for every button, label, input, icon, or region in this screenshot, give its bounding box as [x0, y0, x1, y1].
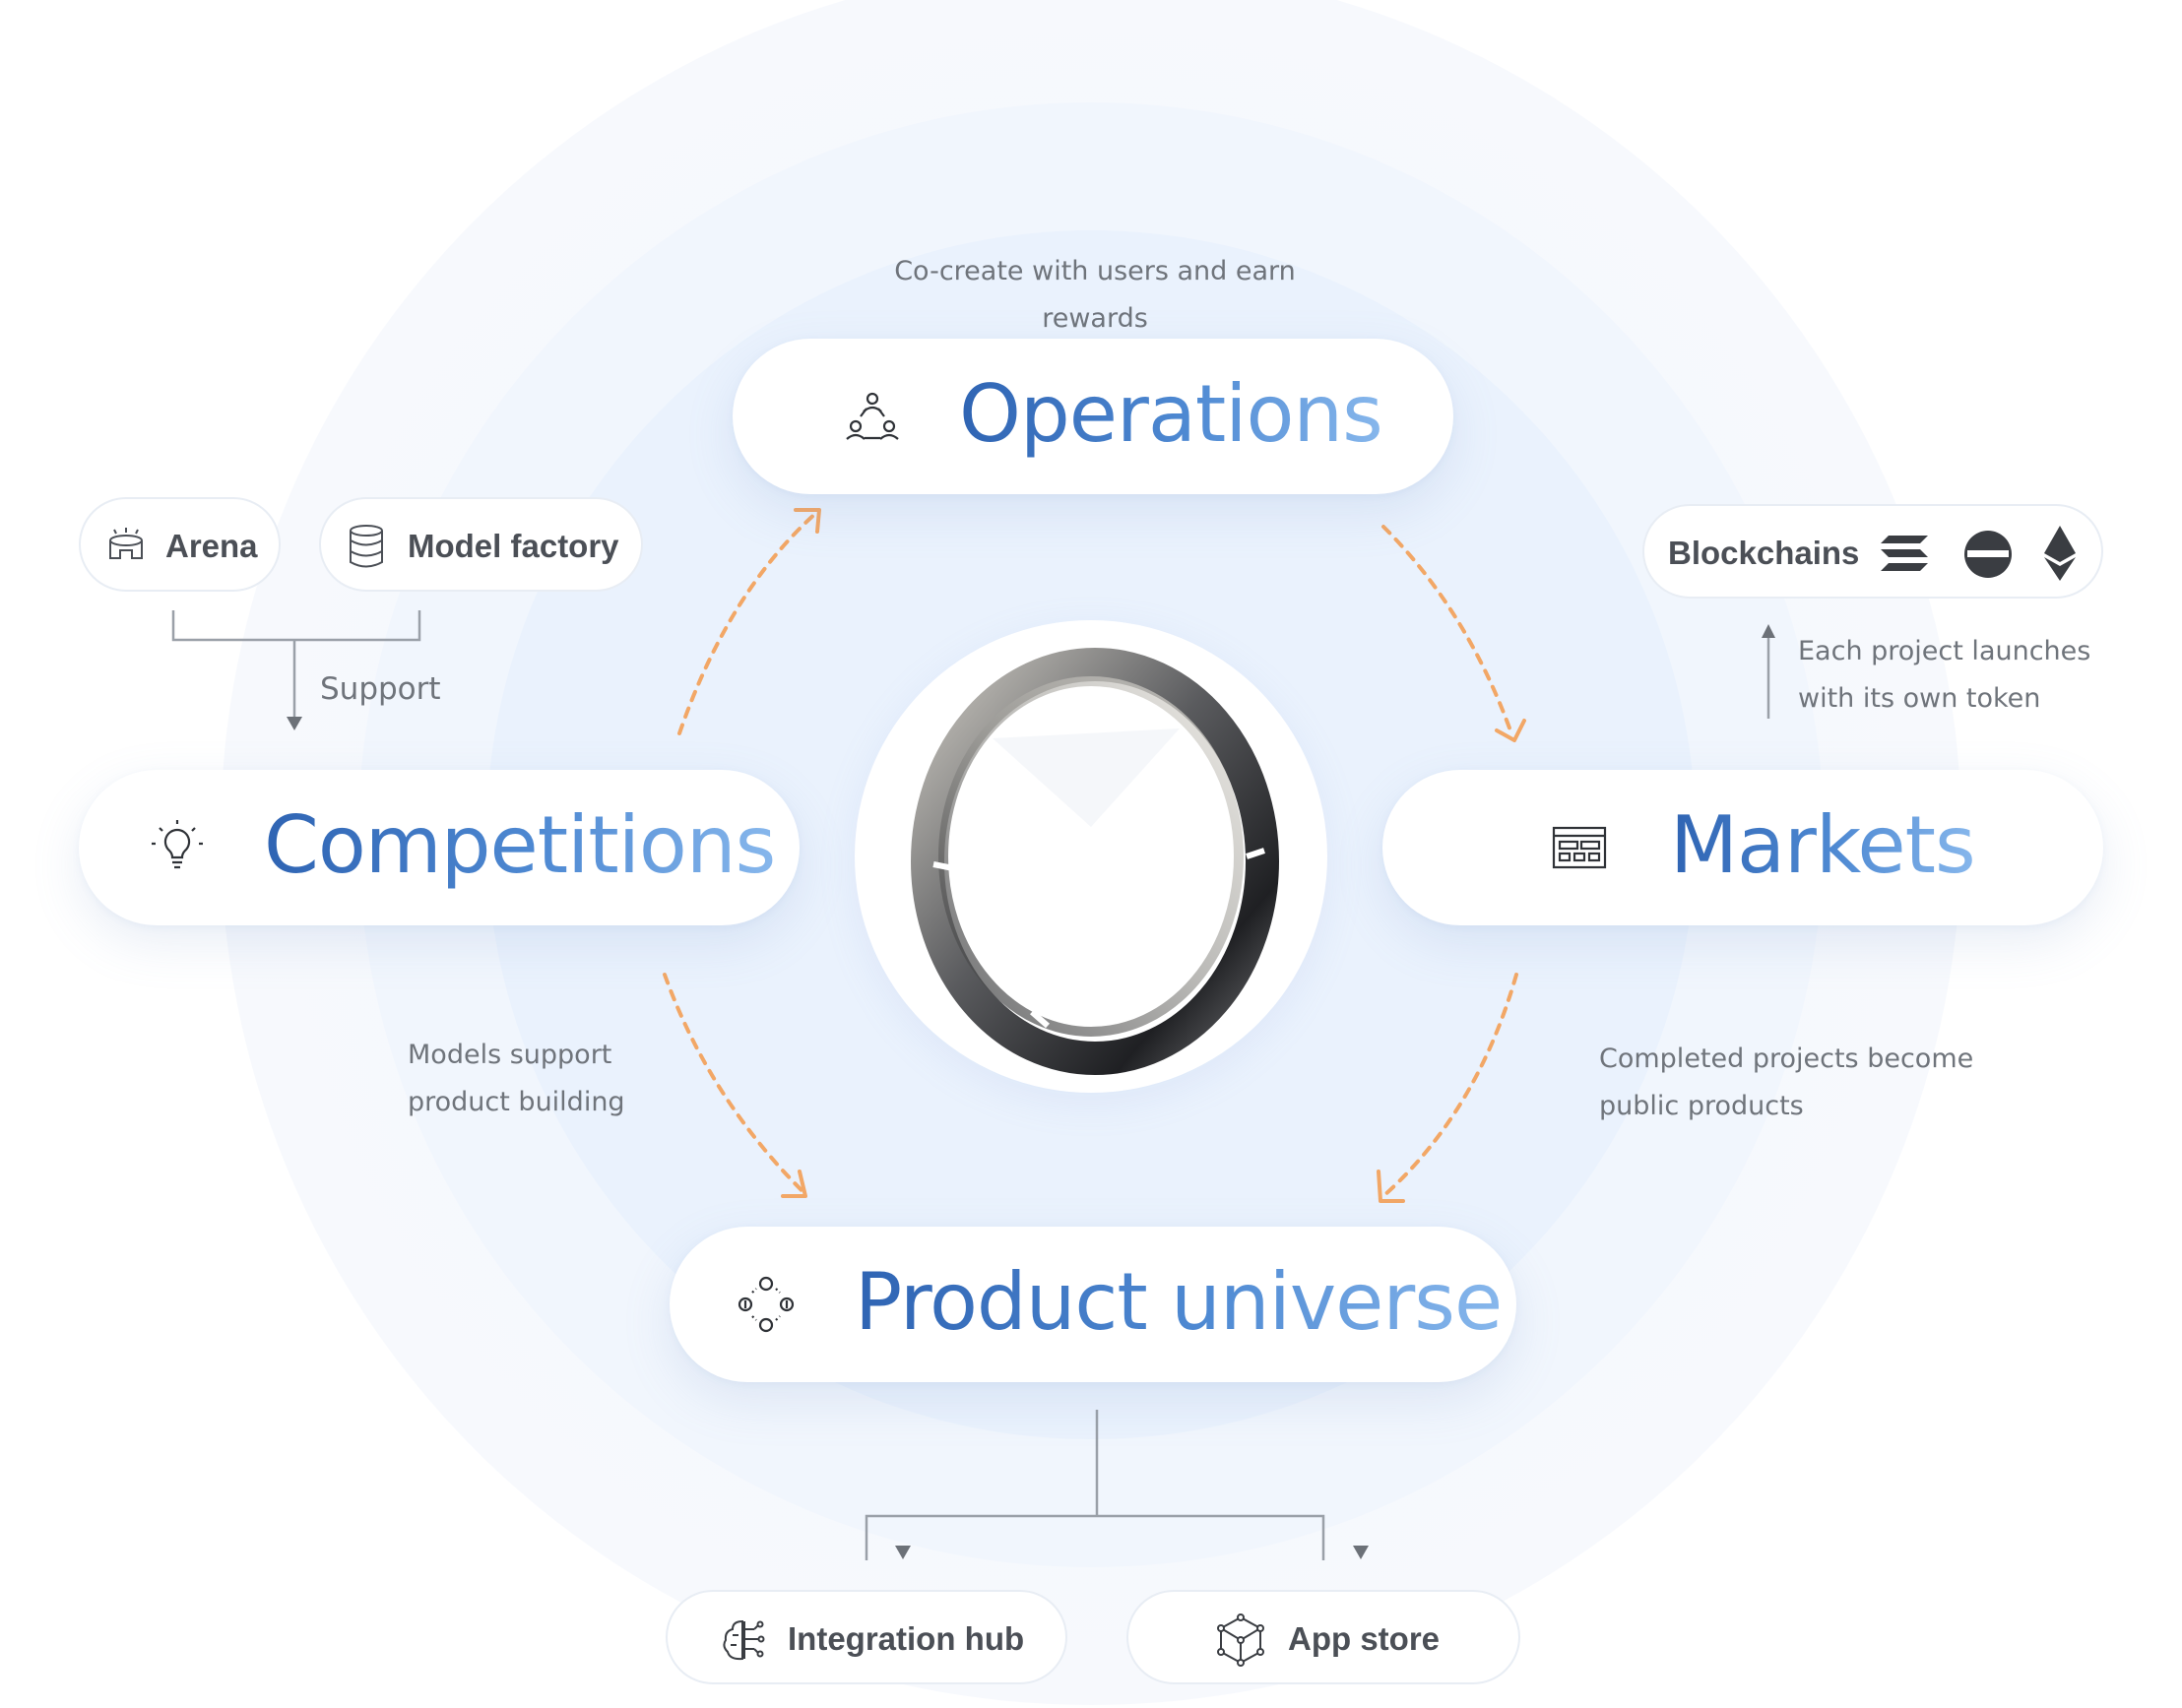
brain-circuit-icon — [721, 1617, 766, 1663]
product-universe-card[interactable]: Product universe — [670, 1227, 1516, 1382]
markets-title: Markets — [1670, 799, 1976, 891]
arrowhead-product-left — [781, 1170, 807, 1198]
product-tree-branch — [865, 1514, 1325, 1560]
nodes-circle-icon — [737, 1275, 796, 1334]
app-store-pill[interactable]: App store — [1126, 1590, 1520, 1684]
tree-arrowhead-right — [1353, 1546, 1369, 1559]
blockchains-label: Blockchains — [1668, 535, 1860, 571]
token-note-line1: Each project launches — [1798, 636, 2091, 666]
app-store-label: App store — [1288, 1620, 1441, 1657]
operations-title: Operations — [959, 368, 1383, 460]
database-icon — [347, 525, 386, 568]
model-factory-pill[interactable]: Model factory — [319, 497, 643, 592]
team-network-icon — [843, 387, 902, 446]
product-universe-title: Product universe — [855, 1256, 1503, 1348]
competitions-card[interactable]: Competitions — [79, 770, 800, 925]
model-factory-label: Model factory — [408, 528, 619, 564]
ring-logo — [911, 648, 1279, 1075]
integration-hub-pill[interactable]: Integration hub — [666, 1590, 1067, 1684]
arena-icon — [106, 527, 146, 566]
completed-note: Completed projects become public product… — [1599, 1036, 2013, 1130]
arrow-operations-to-markets — [1381, 525, 1513, 735]
arrowhead-product-right — [1377, 1170, 1405, 1203]
completed-note-line2: public products — [1599, 1091, 1804, 1121]
blockchains-pill[interactable]: Blockchains — [1642, 504, 2103, 599]
token-note: Each project launches with its own token — [1798, 628, 2152, 723]
completed-note-line1: Completed projects become — [1599, 1044, 1974, 1074]
integration-hub-label: Integration hub — [788, 1620, 1025, 1657]
arena-pill[interactable]: Arena — [79, 497, 281, 592]
solana-icon — [1881, 534, 1930, 573]
arena-label: Arena — [165, 528, 258, 564]
support-bracket — [171, 610, 421, 642]
arrow-markets-to-product — [1381, 973, 1518, 1198]
operations-card[interactable]: Operations — [733, 339, 1453, 494]
arrow-competitions-to-product — [663, 973, 804, 1193]
operations-caption: Co-create with users and earn rewards — [894, 256, 1296, 334]
models-note-line1: Models support — [408, 1040, 612, 1070]
support-arrowhead — [287, 717, 302, 730]
cube-icon — [1215, 1613, 1266, 1667]
center-logo-disc — [855, 620, 1327, 1093]
minus-circle-icon — [1963, 530, 2013, 579]
competitions-title: Competitions — [264, 799, 776, 891]
arrowhead-markets — [1495, 719, 1526, 742]
markets-card[interactable]: Markets — [1382, 770, 2103, 925]
ethereum-icon — [2044, 526, 2076, 581]
arrowhead-operations — [794, 508, 821, 534]
token-arrowhead — [1762, 624, 1775, 638]
models-note-line2: product building — [408, 1087, 625, 1117]
lightbulb-icon — [148, 818, 207, 877]
models-note: Models support product building — [408, 1032, 703, 1126]
market-board-icon — [1550, 818, 1609, 877]
tree-arrowhead-left — [895, 1546, 911, 1559]
support-note: Support — [320, 671, 441, 707]
token-note-line2: with its own token — [1798, 683, 2041, 714]
arrow-competitions-to-operations — [677, 510, 819, 735]
